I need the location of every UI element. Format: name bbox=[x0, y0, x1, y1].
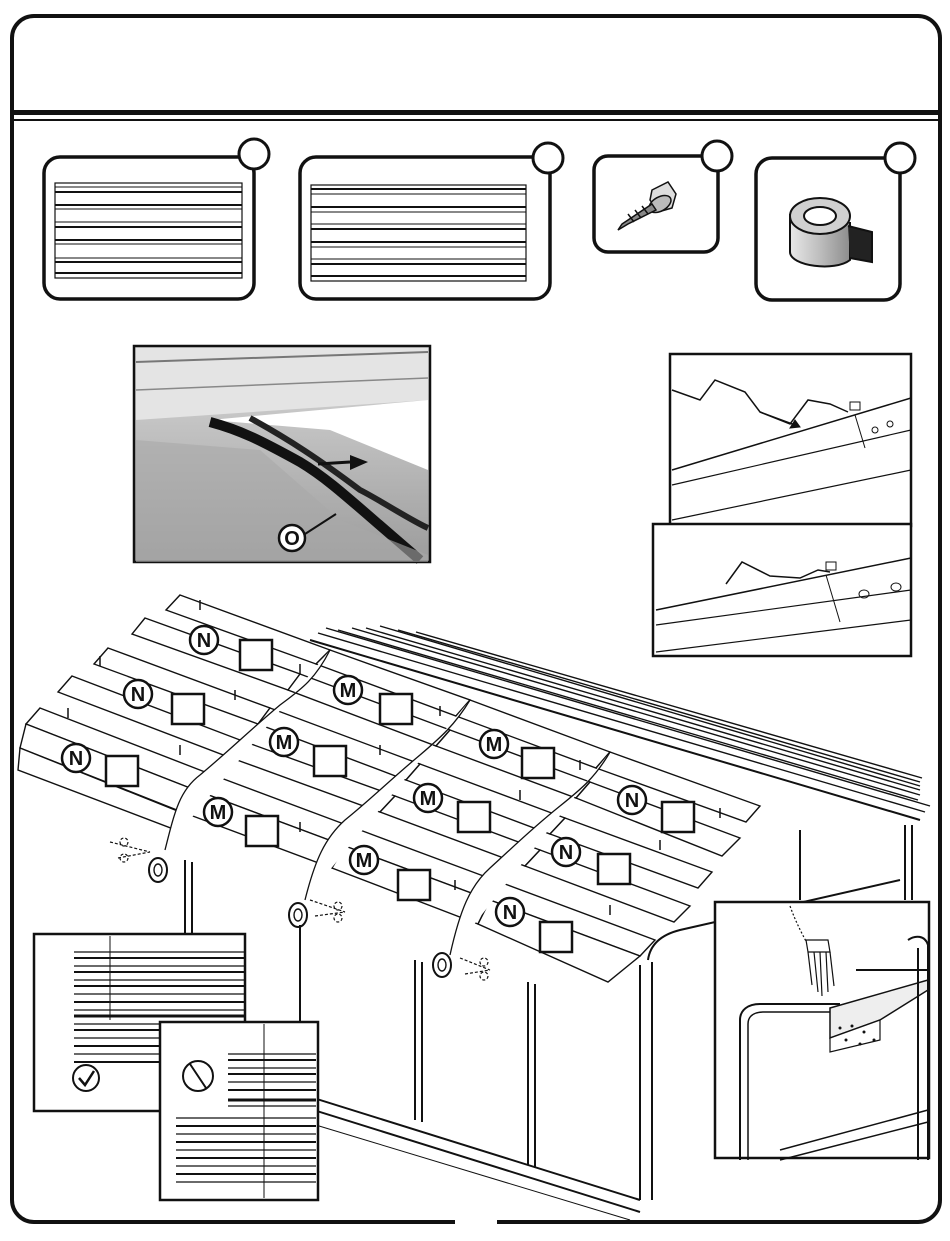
callout-n-6-label: N bbox=[503, 902, 517, 924]
part-bubble-icon bbox=[533, 143, 563, 173]
inset-incorrect-overlap bbox=[160, 1022, 318, 1200]
callout-n-4-label: N bbox=[625, 790, 639, 812]
callout-m-4-label: M bbox=[210, 802, 227, 824]
part-box-screw bbox=[594, 141, 732, 252]
callout-m-3-label: M bbox=[486, 734, 503, 756]
detail-profile-bottom bbox=[653, 524, 911, 656]
callout-m-5-label: M bbox=[420, 788, 437, 810]
callout-o-label: O bbox=[284, 528, 300, 550]
inset-brush-detail bbox=[715, 902, 929, 1160]
callout-n-5-label: N bbox=[559, 842, 573, 864]
part-box-panel-n bbox=[44, 139, 269, 299]
callout-n-3-label: N bbox=[69, 748, 83, 770]
part-box-tape bbox=[756, 143, 915, 300]
callout-n-1-label: N bbox=[197, 630, 211, 652]
checkmark-icon bbox=[73, 1065, 99, 1091]
part-box-panel-m bbox=[300, 143, 563, 299]
part-bubble-icon bbox=[239, 139, 269, 169]
callout-m-6-label: M bbox=[356, 850, 373, 872]
detail-profile-top bbox=[670, 354, 911, 526]
callout-n-2-label: N bbox=[131, 684, 145, 706]
part-bubble-icon bbox=[702, 141, 732, 171]
prohibited-icon bbox=[183, 1061, 213, 1091]
part-bubble-icon bbox=[885, 143, 915, 173]
callout-m-1-label: M bbox=[340, 680, 357, 702]
callout-m-2-label: M bbox=[276, 732, 293, 754]
photo-tape-detail: O bbox=[134, 346, 430, 562]
